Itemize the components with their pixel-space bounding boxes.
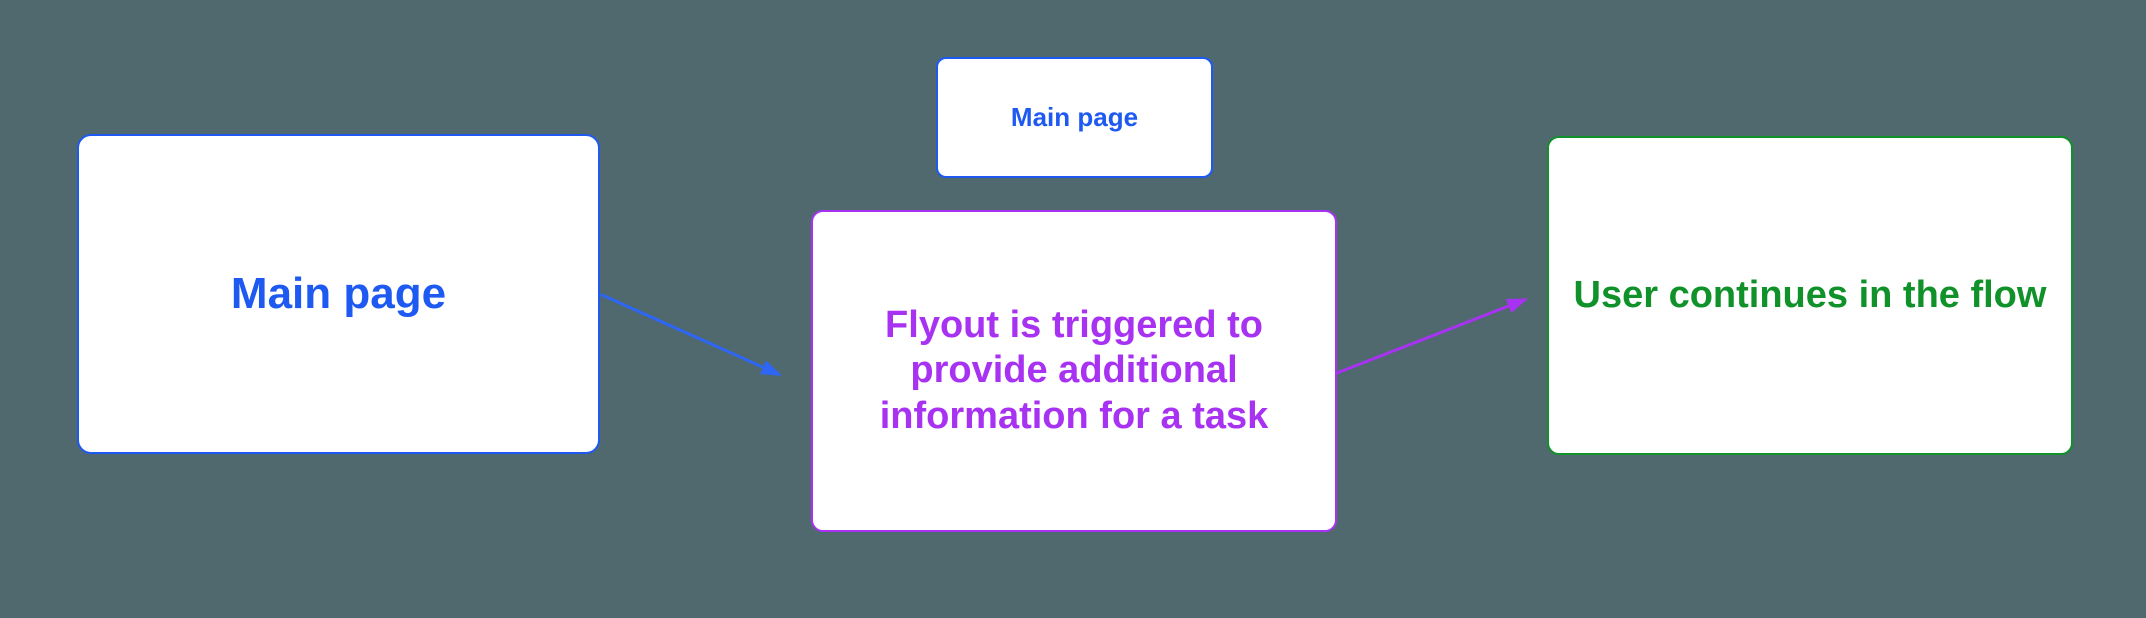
node-flyout[interactable]: Flyout is triggered to provide additiona… — [811, 210, 1337, 532]
arrow-flyout-to-continue — [1335, 298, 1529, 375]
node-main-page[interactable]: Main page — [77, 134, 600, 454]
node-main-page-mini-label: Main page — [1010, 102, 1139, 132]
node-continue-label: User continues in the flow — [1573, 274, 2047, 316]
node-flyout-label: Flyout is triggered to provide additiona… — [879, 303, 1269, 437]
arrow-main-to-flyout — [600, 293, 783, 376]
node-main-page-mini[interactable]: Main page — [936, 57, 1213, 178]
node-continue[interactable]: User continues in the flow — [1547, 136, 2073, 455]
node-main-page-label: Main page — [230, 269, 447, 318]
